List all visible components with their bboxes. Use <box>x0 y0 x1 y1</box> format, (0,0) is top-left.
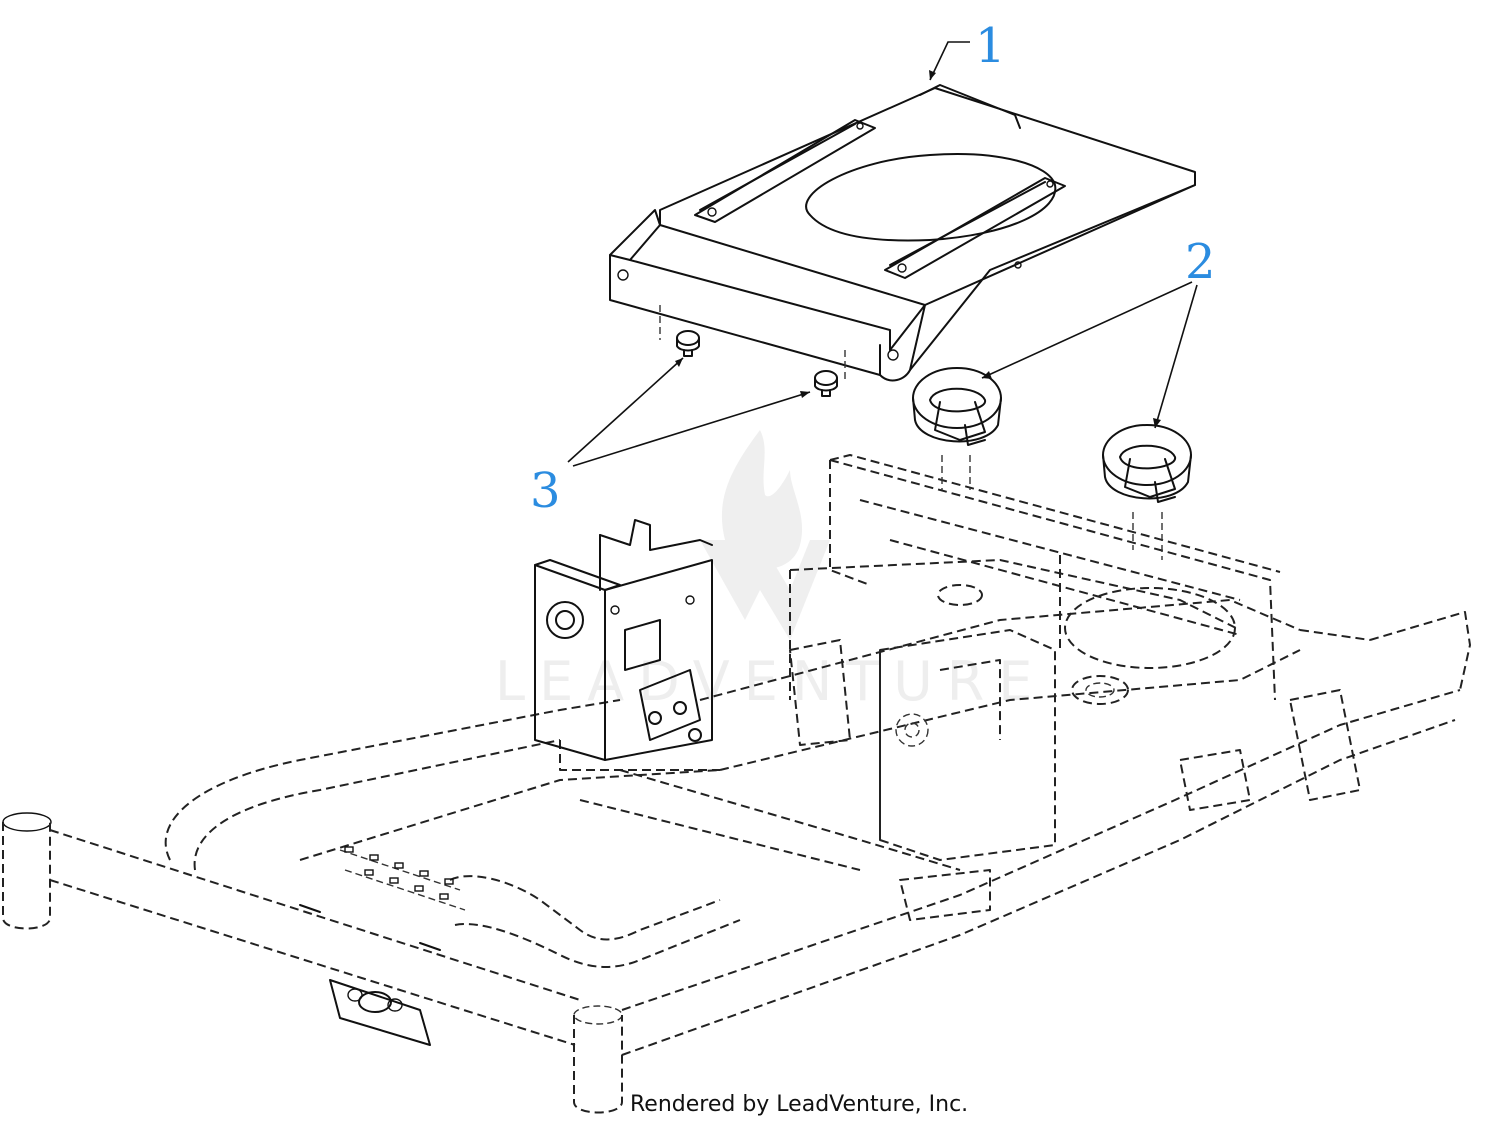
control-bracket <box>534 519 713 761</box>
watermark: LEADVENTURE <box>495 430 1046 713</box>
seat-pan <box>609 84 1196 382</box>
watermark-text: LEADVENTURE <box>495 650 1046 713</box>
callout-2-label: 2 <box>1185 234 1216 290</box>
callout-2-group: 2 <box>981 234 1216 429</box>
callout-1-label: 1 <box>975 18 1006 74</box>
bolt-front <box>676 330 700 357</box>
bolt-rear <box>814 370 838 397</box>
callout-1-group: 1 <box>929 18 1006 81</box>
flame-logo-icon <box>700 430 830 640</box>
isolator-front <box>912 367 1002 490</box>
callout-3-group: 3 <box>530 357 811 519</box>
render-credit: Rendered by LeadVenture, Inc. <box>630 1092 969 1117</box>
frame-assembly <box>2 454 1471 1114</box>
isolator-rear <box>1102 424 1192 560</box>
callout-3-label: 3 <box>530 463 561 519</box>
